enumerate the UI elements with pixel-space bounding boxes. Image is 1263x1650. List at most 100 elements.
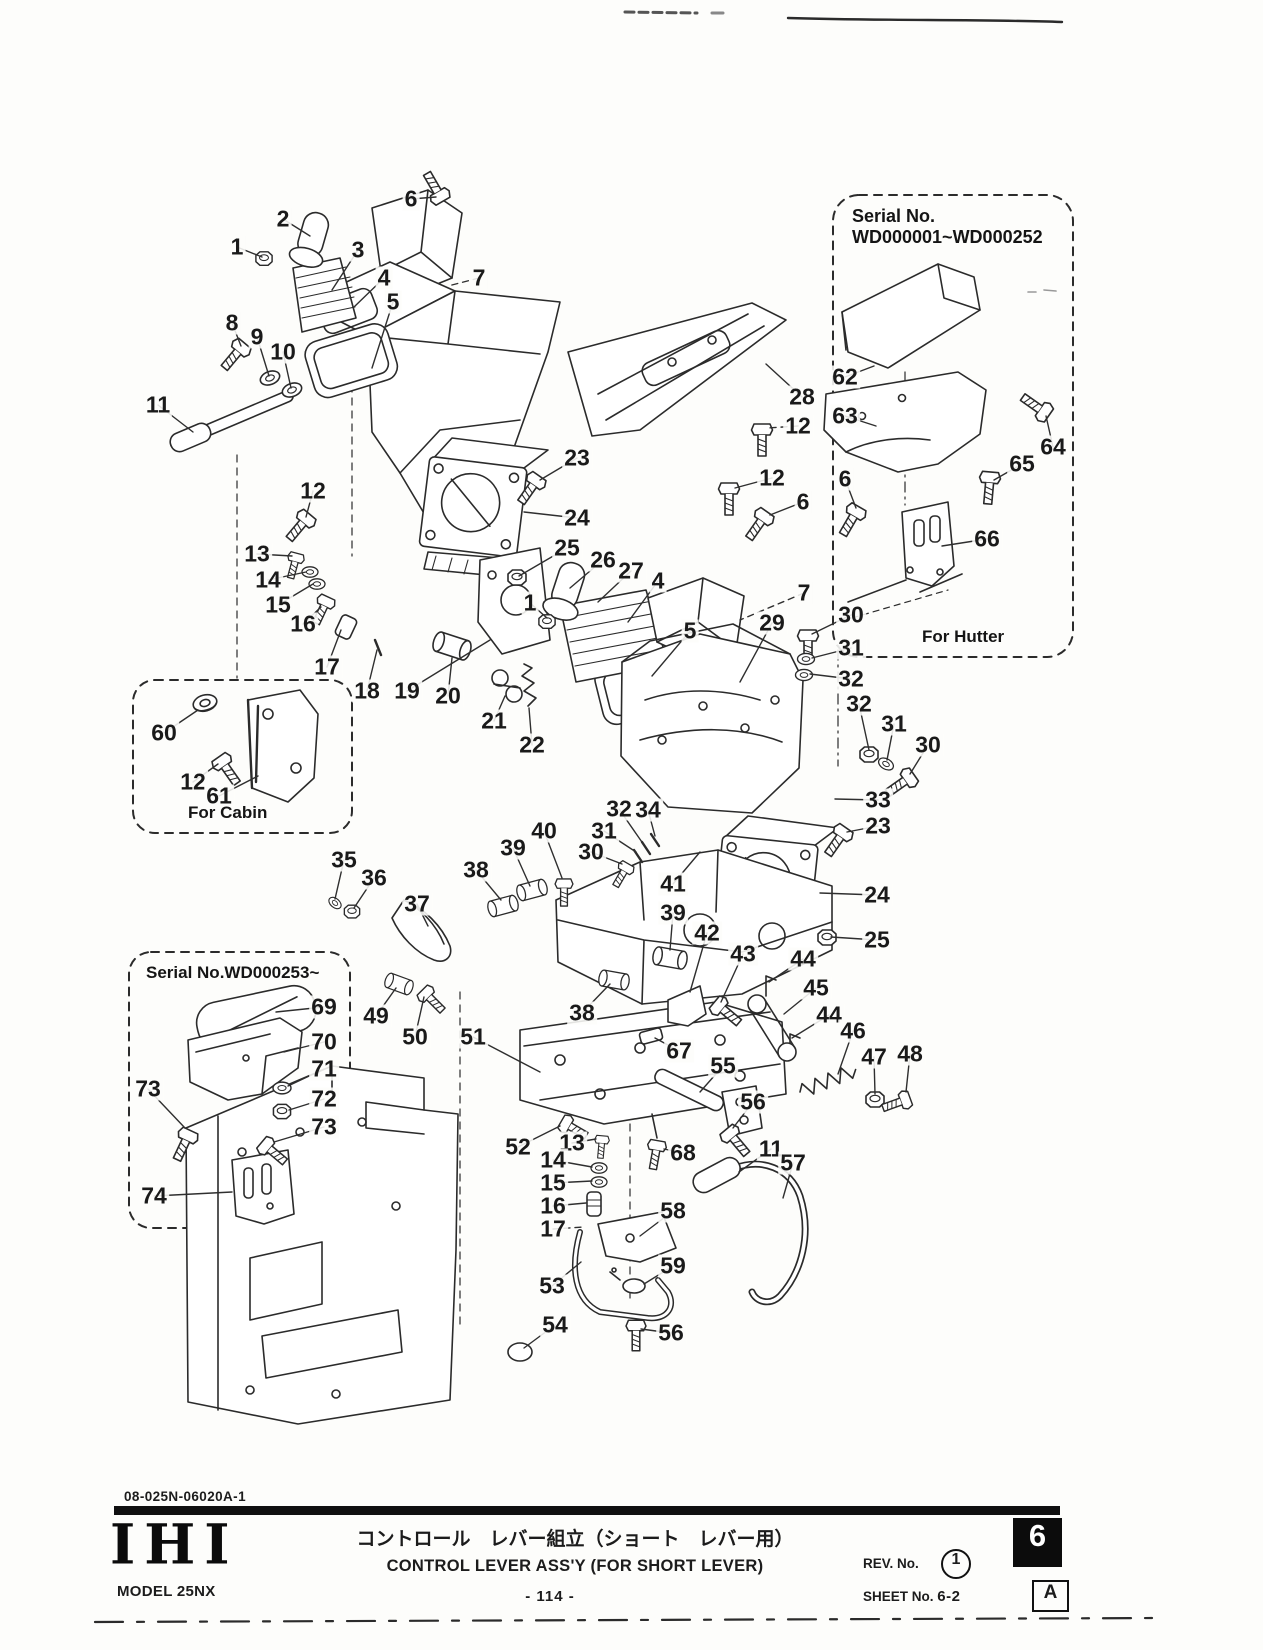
part-callout-10: 10 (268, 338, 298, 365)
link-45 (747, 994, 797, 1062)
part-callout-25: 25 (862, 926, 892, 953)
part-callout-18: 18 (352, 677, 382, 704)
part-callout-15: 15 (538, 1169, 568, 1196)
part-callout-3: 3 (349, 236, 367, 263)
part-callout-70: 70 (309, 1028, 339, 1055)
part-callout-6: 6 (402, 185, 420, 212)
part-callout-51: 51 (458, 1023, 488, 1050)
part-callout-12: 12 (757, 464, 787, 491)
part-callout-27: 27 (616, 557, 646, 584)
part-callout-52: 52 (503, 1133, 533, 1160)
part-callout-69: 69 (309, 993, 339, 1020)
bottom-separator-line (93, 1616, 1162, 1624)
part-callout-68: 68 (668, 1139, 698, 1166)
part-callout-4: 4 (649, 567, 667, 594)
part-callout-1: 1 (228, 233, 246, 260)
cabin-plate (246, 689, 319, 803)
part-callout-28: 28 (787, 383, 817, 410)
part-callout-16: 16 (288, 610, 318, 637)
sheet-no-label: SHEET No. 6-2 (863, 1588, 960, 1605)
part-callout-6: 6 (836, 465, 854, 492)
lever-57 (692, 1156, 809, 1306)
part-callout-21: 21 (479, 707, 509, 734)
part-callout-31: 31 (879, 710, 909, 737)
sheet-no-text: SHEET No. (863, 1589, 934, 1604)
part-callout-39: 39 (498, 834, 528, 861)
part-callout-63: 63 (830, 402, 860, 429)
part-callout-22: 22 (517, 731, 547, 758)
part-callout-30: 30 (836, 601, 866, 628)
part-callout-65: 65 (1007, 450, 1037, 477)
part-callout-67: 67 (664, 1037, 694, 1064)
part-callout-4: 4 (375, 264, 393, 291)
part-callout-17: 17 (312, 653, 342, 680)
part-callout-31: 31 (836, 634, 866, 661)
part-callout-45: 45 (801, 974, 831, 1001)
part-callout-16: 16 (538, 1192, 568, 1219)
revision-letter-box: A (1032, 1580, 1069, 1612)
part-callout-34: 34 (633, 796, 663, 823)
part-callout-47: 47 (859, 1043, 889, 1070)
part-callout-56: 56 (656, 1319, 686, 1346)
hutter-serial-line2: WD000001~WD000252 (852, 227, 1043, 247)
scan-artifact-dash (623, 10, 699, 15)
part-callout-38: 38 (461, 856, 491, 883)
bracket-19 (477, 547, 551, 655)
ihi-logo: IHI (110, 1511, 239, 1577)
pilot-valve-frame (391, 849, 833, 1005)
part-callout-54: 54 (540, 1311, 570, 1338)
hutter-caption: For Hutter (922, 627, 1005, 646)
part-callout-23: 23 (863, 812, 893, 839)
part-callout-35: 35 (329, 846, 359, 873)
part-callout-11: 11 (756, 1135, 786, 1162)
part-callout-42: 42 (692, 919, 722, 946)
part-callout-9: 9 (248, 323, 266, 350)
part-callout-43: 43 (728, 940, 758, 967)
part-callout-19: 19 (392, 677, 422, 704)
part-callout-48: 48 (895, 1040, 925, 1067)
part-callout-72: 72 (309, 1085, 339, 1112)
part-callout-2: 2 (274, 205, 292, 232)
part-callout-50: 50 (400, 1023, 430, 1050)
part-callout-29: 29 (757, 609, 787, 636)
part-callout-49: 49 (361, 1002, 391, 1029)
part-callout-46: 46 (838, 1017, 868, 1044)
rod-11 (169, 389, 294, 453)
part-callout-30: 30 (576, 838, 606, 865)
part-callout-53: 53 (537, 1272, 567, 1299)
hutter-armrest (823, 263, 987, 619)
part-callout-71: 71 (309, 1055, 339, 1082)
part-callout-39: 39 (658, 899, 688, 926)
part-callout-36: 36 (359, 864, 389, 891)
part-callout-14: 14 (253, 566, 283, 593)
part-callout-64: 64 (1038, 433, 1068, 460)
page-number: - 114 - (525, 1588, 575, 1605)
rev-no-label: REV. No. (863, 1556, 919, 1571)
inset-box-cabin (132, 679, 353, 834)
part-callout-60: 60 (149, 719, 179, 746)
part-callout-1: 1 (521, 589, 539, 616)
part-callout-56: 56 (738, 1088, 768, 1115)
part-callout-33: 33 (863, 786, 893, 813)
panel-28 (567, 302, 787, 437)
part-callout-32: 32 (604, 795, 634, 822)
part-callout-58: 58 (658, 1197, 688, 1224)
part-callout-37: 37 (402, 890, 432, 917)
part-callout-20: 20 (433, 682, 463, 709)
console-a (288, 189, 561, 521)
serial253-title: Serial No.WD000253~ (146, 963, 320, 982)
rod-53 (571, 1229, 675, 1322)
part-callout-25: 25 (552, 534, 582, 561)
part-callout-5: 5 (384, 288, 402, 315)
part-callout-11: 11 (143, 391, 173, 418)
section-number-box: 6 (1013, 1518, 1062, 1567)
part-callout-15: 15 (263, 591, 293, 618)
part-callout-30: 30 (913, 731, 943, 758)
model-label: MODEL 25NX (117, 1583, 216, 1600)
titleblock-bar (114, 1506, 1060, 1515)
document-number: 08-025N-06020A-1 (124, 1489, 246, 1504)
part-callout-14: 14 (538, 1146, 568, 1173)
title-japanese: コントロール レバー組立（ショート レバー用） (356, 1528, 794, 1550)
part-callout-12: 12 (178, 768, 208, 795)
part-callout-32: 32 (836, 665, 866, 692)
